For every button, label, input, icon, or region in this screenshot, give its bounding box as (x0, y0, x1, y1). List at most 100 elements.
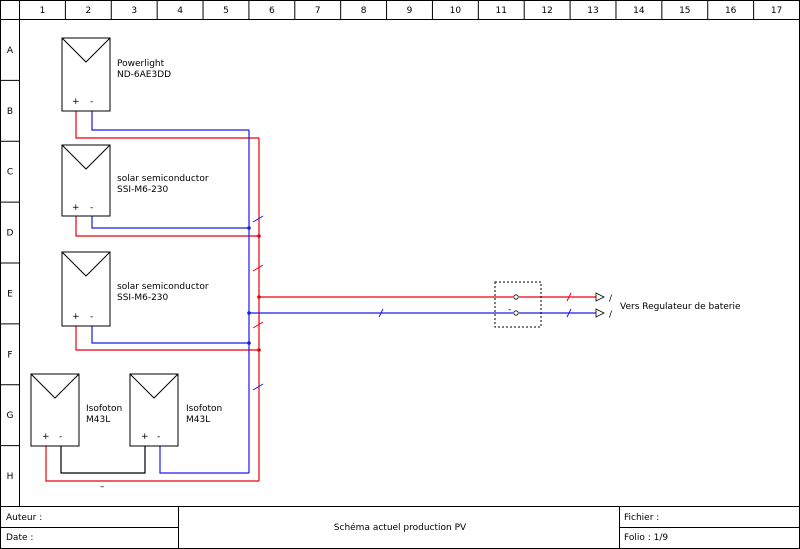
column-label: 15 (679, 6, 690, 16)
column-label: 14 (633, 6, 645, 16)
wire-p2-negative (91, 216, 249, 229)
column-label: 4 (177, 6, 183, 16)
panel-model-line1: Powerlight (117, 59, 165, 69)
drawing-title: Schéma actuel production PV (334, 522, 467, 533)
cable-mark (252, 215, 264, 223)
switch-contact (513, 310, 519, 316)
junction-dot (257, 234, 261, 238)
junction-dot (247, 341, 251, 345)
terminal-arrow-positive (595, 292, 605, 302)
cable-mark (252, 264, 264, 272)
junction-dots (247, 226, 261, 352)
row-label: G (7, 411, 14, 421)
switch-contact (513, 294, 519, 300)
panel-model-line1: Isofoton (86, 404, 122, 414)
column-label: 16 (725, 6, 737, 16)
panel-diode-mark (61, 144, 111, 170)
panel-model-line1: solar semiconductor (117, 174, 209, 184)
wire-p4-positive (45, 446, 259, 482)
column-label: 5 (223, 6, 229, 16)
terminal-arrow-negative (595, 308, 605, 318)
column-label: 6 (269, 6, 275, 16)
junction-dot (257, 295, 261, 299)
pv-panel-2: + - solar semiconductor SSI-M6-230 (61, 144, 209, 217)
column-label: 10 (450, 6, 462, 16)
column-label: 12 (541, 6, 552, 16)
column-label: 1 (40, 6, 46, 16)
column-label: 13 (587, 6, 598, 16)
column-label: 11 (496, 6, 507, 16)
title-block: Auteur : Date : Schéma actuel production… (0, 506, 800, 549)
panel-plus: + (141, 432, 149, 442)
panel-model-line1: Isofoton (186, 404, 222, 414)
panel-diode-mark (30, 373, 80, 399)
wire-p2-positive (75, 216, 259, 237)
column-label: 9 (407, 6, 413, 16)
file-field: Fichier : (624, 513, 659, 523)
pv-panel-4: + - Isofoton M43L (30, 373, 122, 447)
pv-panel-1: + - Powerlight ND-6AE3DD (61, 37, 171, 112)
row-label: H (7, 472, 14, 482)
cable-mark (566, 292, 572, 302)
panel-plus: + (72, 312, 80, 322)
bottom-minus-label: – (100, 482, 105, 492)
column-label: 17 (771, 6, 782, 16)
panel-body (30, 373, 80, 447)
row-label: D (7, 229, 14, 239)
column-label: 2 (85, 6, 91, 16)
panel-minus: - (59, 432, 62, 442)
wiring (45, 111, 596, 482)
disconnect-box (494, 281, 542, 328)
column-label: 3 (131, 6, 137, 16)
panel-model-line1: solar semiconductor (117, 282, 209, 292)
panel-diode-mark (61, 251, 111, 277)
cable-mark (378, 308, 384, 318)
panel-body (129, 373, 179, 447)
cable-mark (252, 383, 264, 391)
row-label: C (7, 168, 13, 178)
panel-model-line2: M43L (186, 415, 210, 425)
panel-model-line2: ND-6AE3DD (117, 70, 171, 80)
pv-panel-5: + - Isofoton M43L (129, 373, 222, 447)
column-label: 7 (315, 6, 321, 16)
panel-diode-mark (61, 37, 111, 63)
cable-mark (566, 308, 572, 318)
panel-plus: + (42, 432, 50, 442)
junction-dot (247, 226, 251, 230)
panel-plus: + (72, 97, 80, 107)
wire-p3-negative (91, 326, 249, 344)
slash-bottom: / (609, 310, 613, 320)
panel-body (61, 251, 111, 327)
panel-minus: - (90, 312, 93, 322)
panel-model-line2: SSI-M6-230 (117, 185, 169, 195)
row-label: B (7, 107, 13, 117)
row-label: A (7, 46, 14, 56)
wire-p4-p5-series (60, 446, 146, 474)
panel-minus: - (157, 432, 160, 442)
row-label: F (7, 350, 12, 360)
cable-mark (252, 321, 264, 329)
output-terminals: / / Vers Regulateur de baterie (595, 292, 741, 320)
column-label: 8 (361, 6, 367, 16)
date-field: Date : (6, 533, 33, 543)
junction-dot (257, 348, 261, 352)
slash-top: / (609, 294, 613, 304)
panel-diode-mark (129, 373, 179, 399)
wire-p3-positive (75, 326, 259, 351)
wire-p1-negative (91, 111, 249, 131)
folio-field: Folio : 1/9 (624, 533, 668, 543)
panel-minus: - (90, 203, 93, 213)
output-label: Vers Regulateur de baterie (620, 302, 741, 312)
cable-marks (252, 215, 572, 391)
panel-model-line2: SSI-M6-230 (117, 293, 169, 303)
panel-plus: + (72, 203, 80, 213)
box-minus-label: - (508, 305, 511, 315)
panel-model-line2: M43L (86, 415, 110, 425)
panel-minus: - (90, 97, 93, 107)
wire-p5-negative (159, 446, 249, 474)
wire-p1-positive (75, 111, 259, 139)
